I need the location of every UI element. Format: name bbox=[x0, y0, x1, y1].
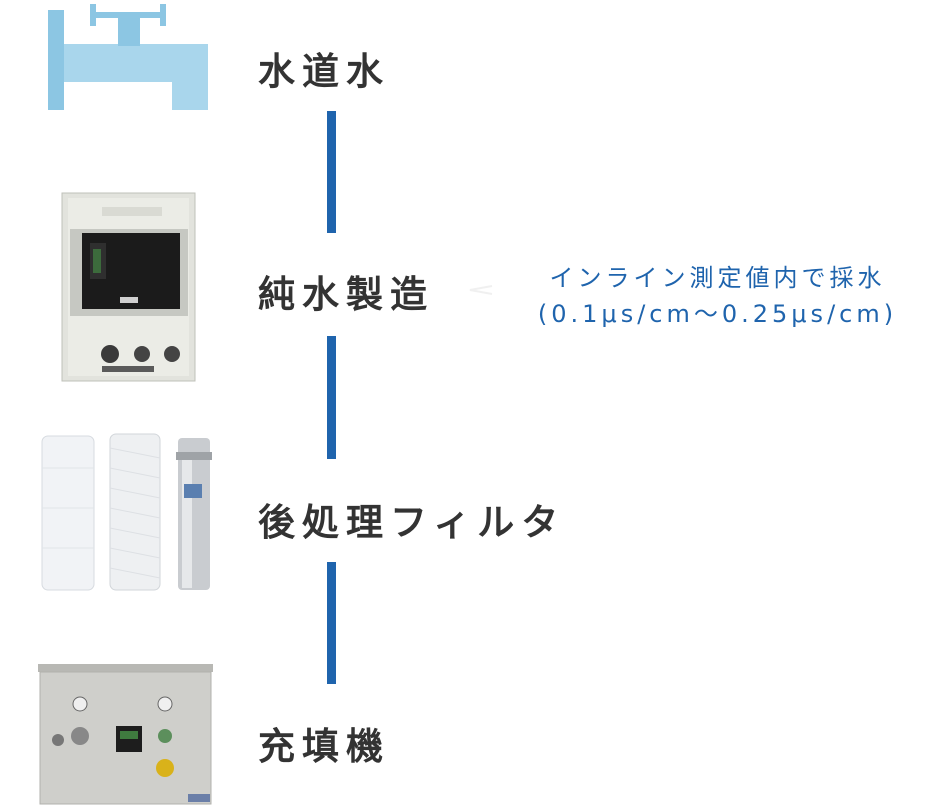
step-label-post-treatment-filter: 後処理フィルタ bbox=[258, 501, 566, 544]
connector-line bbox=[327, 562, 336, 684]
callout-bracket bbox=[469, 285, 493, 295]
step-label-filling-machine: 充填機 bbox=[258, 725, 390, 768]
callout-line-1: インライン測定値内で採水 bbox=[549, 264, 886, 292]
filter-cartridges-image bbox=[41, 433, 212, 591]
filling-machine-image bbox=[38, 664, 213, 805]
callout-line-2: (0.1μs/cm～0.25μs/cm) bbox=[537, 300, 898, 328]
measurement-callout: インライン測定値内で採水 (0.1μs/cm～0.25μs/cm) bbox=[469, 250, 940, 350]
connector-line bbox=[327, 111, 336, 233]
step-label-pure-water-production: 純水製造 bbox=[258, 273, 434, 316]
tap-water-icon bbox=[48, 4, 208, 110]
control-panel-image bbox=[61, 192, 196, 382]
step-label-tap-water: 水道水 bbox=[258, 50, 390, 93]
connector-line bbox=[327, 336, 336, 459]
